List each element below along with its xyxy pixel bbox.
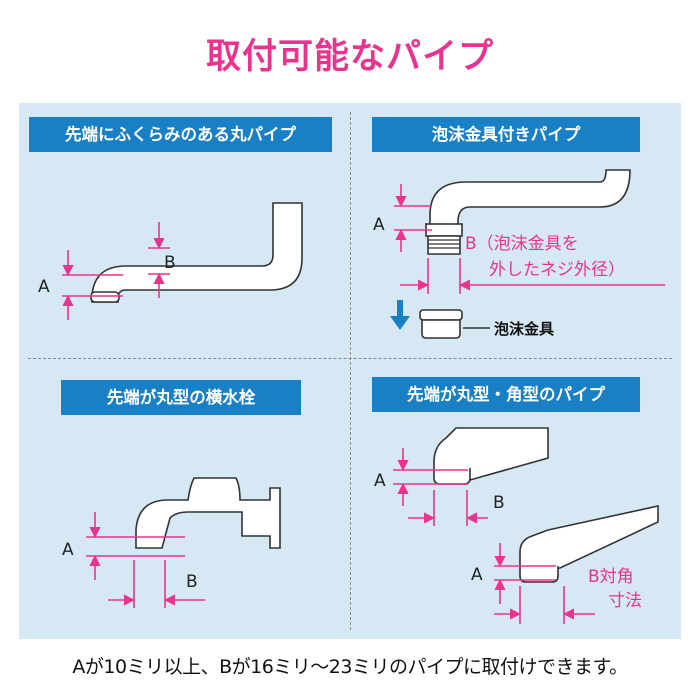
label-round-tip-pipe: 先端にふくらみのある丸パイプ (29, 117, 332, 152)
round-tip-dim-b: B (164, 253, 176, 273)
aerator-dimensions (394, 184, 665, 294)
square-pipe-dim-a: A (471, 565, 483, 585)
round-tip-dimensions (62, 222, 170, 320)
horizontal-divider (28, 358, 672, 359)
horizontal-faucet-dim-a: A (62, 540, 74, 560)
label-aerator-pipe: 泡沫金具付きパイプ (372, 117, 640, 152)
aerator-dim-b-line1: B（泡沫金具を (465, 234, 579, 254)
square-pipe-dim-b-line1: B対角 (588, 567, 634, 587)
round-pipe-drawing (433, 427, 549, 485)
round-pipe-dim-b: B (493, 493, 505, 513)
aerator-part-label: 泡沫金具 (494, 320, 554, 338)
aerator-dim-a: A (373, 215, 385, 235)
aerator-thread-icon (428, 239, 460, 249)
aerator-dim-b-line2: 外したネジ外径） (489, 260, 625, 280)
round-pipe-dimensions (393, 448, 488, 526)
round-tip-dim-a: A (38, 277, 50, 297)
horizontal-faucet-dim-b: B (186, 572, 198, 592)
vertical-divider (350, 112, 351, 630)
footer-note: Aが10ミリ以上、Bが16ミリ〜23ミリのパイプに取付けできます。 (72, 656, 628, 678)
round-pipe-dim-a: A (374, 471, 386, 491)
label-horizontal-faucet: 先端が丸型の横水栓 (61, 380, 301, 415)
square-pipe-dim-b-line2: 寸法 (608, 591, 642, 611)
page-title: 取付可能なパイプ (205, 37, 494, 77)
square-pipe-dimensions (494, 543, 595, 624)
horizontal-faucet-drawing (135, 477, 281, 549)
label-round-square-pipe: 先端が丸型・角型のパイプ (372, 377, 640, 412)
round-tip-pipe-drawing (90, 202, 303, 303)
aerator-part-drawing (419, 309, 463, 339)
down-arrow-icon (390, 300, 410, 330)
horizontal-faucet-dimensions (86, 512, 205, 608)
